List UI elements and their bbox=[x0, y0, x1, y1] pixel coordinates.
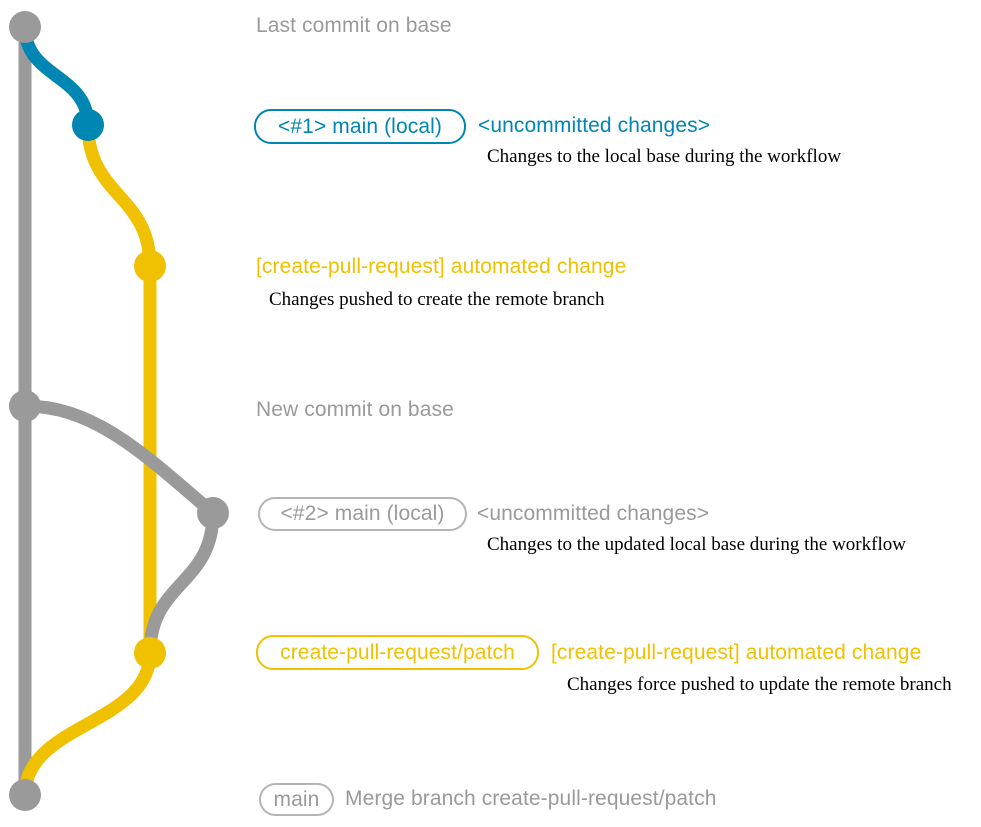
commit-title-uncommitted-changes-2: <uncommitted changes> bbox=[477, 502, 710, 525]
commit-node-layer bbox=[9, 11, 229, 811]
commit-node-n3[interactable] bbox=[134, 250, 166, 282]
commit-title-merge-branch: Merge branch create-pull-request/patch bbox=[345, 787, 717, 810]
commit-title-uncommitted-changes-1: <uncommitted changes> bbox=[478, 114, 711, 137]
commit-node-n7[interactable] bbox=[9, 779, 41, 811]
remote-branch-create-line bbox=[81, 118, 157, 273]
ref-pill-main[interactable]: main bbox=[259, 783, 334, 816]
merge-line bbox=[18, 646, 157, 802]
ref-pill-create-pull-request-patch[interactable]: create-pull-request/patch bbox=[256, 635, 539, 670]
ref-pill-local-main-2[interactable]: <#2> main (local) bbox=[258, 497, 467, 531]
updated-local-branch-line bbox=[18, 399, 220, 520]
commit-description-1: Changes to the local base during the wor… bbox=[487, 146, 842, 167]
ref-pill-local-main-1[interactable]: <#1> main (local) bbox=[254, 109, 466, 144]
commit-node-n2[interactable] bbox=[72, 109, 104, 141]
ref-pill-label: <#2> main (local) bbox=[280, 502, 445, 525]
commit-description-3: Changes to the updated local base during… bbox=[487, 534, 906, 555]
ref-pill-label: main bbox=[273, 787, 320, 811]
commit-node-n1[interactable] bbox=[9, 11, 41, 43]
commit-node-n6[interactable] bbox=[134, 637, 166, 669]
commit-description-2: Changes pushed to create the remote bran… bbox=[269, 289, 605, 310]
ref-pill-label: create-pull-request/patch bbox=[280, 640, 515, 664]
commit-description-4: Changes force pushed to update the remot… bbox=[567, 674, 952, 695]
ref-pill-label: <#1> main (local) bbox=[278, 114, 442, 138]
commit-title-last-commit-on-base: Last commit on base bbox=[256, 14, 452, 37]
commit-title-automated-change-create: [create-pull-request] automated change bbox=[256, 255, 627, 278]
commit-title-new-commit-on-base: New commit on base bbox=[256, 398, 454, 421]
commit-title-automated-change-update: [create-pull-request] automated change bbox=[551, 641, 922, 664]
local-branch-line bbox=[18, 20, 95, 132]
commit-node-n4[interactable] bbox=[9, 390, 41, 422]
updated-local-to-remote-line bbox=[143, 506, 220, 660]
commit-node-n5[interactable] bbox=[197, 497, 229, 529]
